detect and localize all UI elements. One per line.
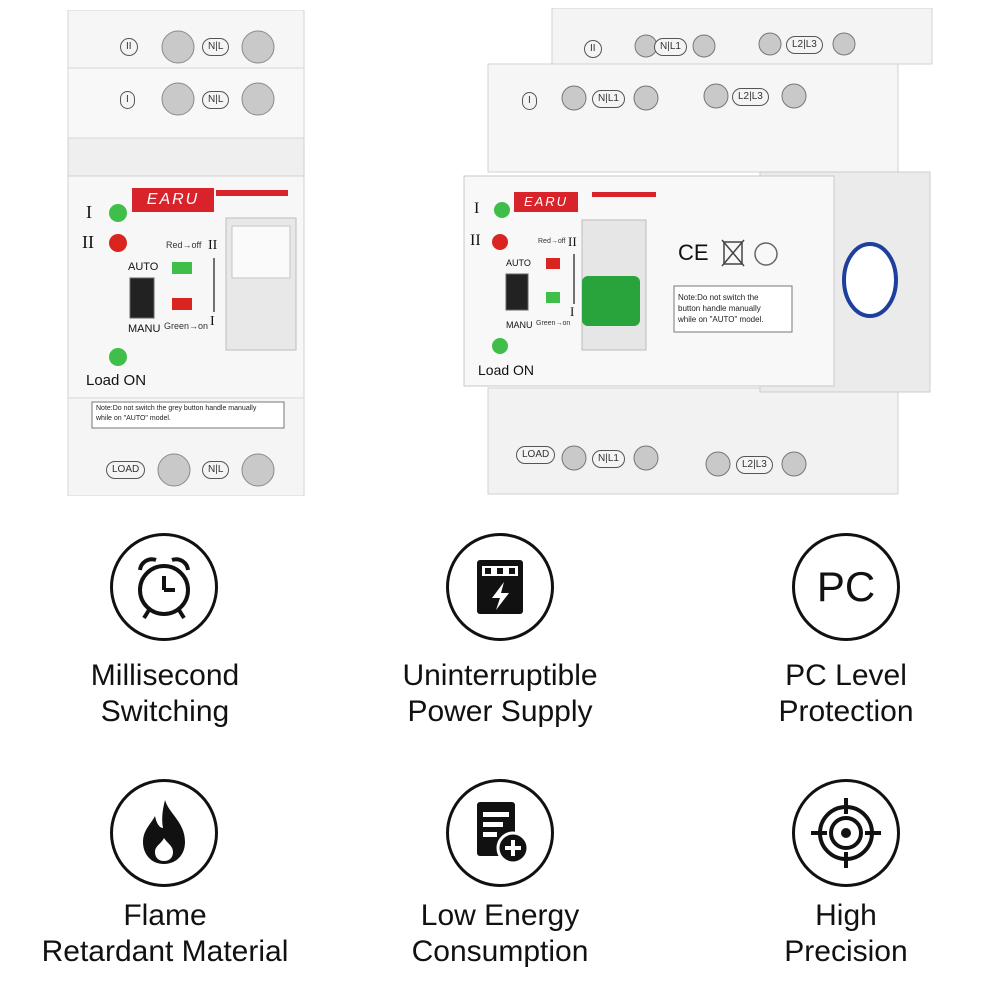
- right-green-on-label: Green→on: [536, 320, 571, 327]
- feature-title-millisecond-switching: Millisecond Switching: [90, 659, 240, 728]
- right-scale-top-label: II: [568, 234, 577, 249]
- right-load-on-label: Load ON: [478, 362, 535, 378]
- left-switch-product: II N|L I N|L EARU I II Red→off AUTO MANU…: [66, 9, 306, 497]
- right-switch-body: [463, 7, 933, 495]
- left-switch-body: [67, 9, 305, 497]
- left-mid-terminal-label: N|L: [202, 91, 230, 109]
- left-scale-top-label: II: [208, 238, 218, 253]
- left-top-terminal-label: N|L: [202, 38, 230, 56]
- right-top-terminal-l2l3: L2|L3: [786, 36, 823, 54]
- alarm-clock-icon: [110, 533, 218, 641]
- left-load-label: LOAD: [106, 461, 146, 479]
- right-manu-label: MANU: [506, 320, 533, 330]
- left-manu-label: MANU: [128, 323, 161, 335]
- power-supply-icon: [446, 533, 554, 641]
- left-red-off-label: Red→off: [166, 240, 202, 250]
- right-ce-mark: CE: [678, 240, 709, 265]
- left-source2-label: II: [120, 38, 138, 56]
- right-bottom-terminal-nl1: N|L1: [592, 450, 625, 468]
- energy-document-icon: [446, 779, 554, 887]
- left-auto-label: AUTO: [128, 261, 159, 273]
- left-green-on-label: Green→on: [164, 321, 209, 331]
- right-scale-bottom-label: I: [570, 304, 575, 319]
- right-brand-logo: EARU: [514, 192, 578, 212]
- left-load-on-label: Load ON: [86, 372, 147, 389]
- pc-icon-text: PC: [816, 563, 876, 610]
- feature-title-high-precision: High Precision: [784, 899, 908, 968]
- pc-text-icon: PC: [792, 533, 900, 641]
- right-mid-terminal-nl1: N|L1: [592, 90, 625, 108]
- left-scale-bottom-label: I: [210, 314, 215, 329]
- feature-title-flame-retardant: Flame Retardant Material: [41, 899, 289, 968]
- target-icon: [792, 779, 900, 887]
- right-indicator-2-label: II: [470, 232, 481, 249]
- feature-title-uninterruptible-power-supply: Uninterruptible Power Supply: [402, 659, 598, 728]
- left-source1-label: I: [120, 91, 135, 109]
- feature-title-pc-level-protection: PC Level Protection: [778, 659, 914, 728]
- right-load-label: LOAD: [516, 446, 556, 464]
- feature-title-low-energy-consumption: Low Energy Consumption: [411, 899, 589, 968]
- right-source2-label: II: [584, 40, 602, 58]
- right-red-off-label: Red→off: [538, 238, 566, 245]
- right-switch-product: II N|L1 L2|L3 I N|L1 L2|L3 EARU I II Red…: [460, 7, 940, 498]
- right-mid-terminal-l2l3: L2|L3: [732, 88, 769, 106]
- left-indicator-1-label: I: [86, 202, 92, 222]
- right-bottom-terminal-l2l3: L2|L3: [736, 456, 773, 474]
- left-note-text: Note:Do not switch the grey button handl…: [96, 405, 257, 422]
- right-top-terminal-nl1: N|L1: [654, 38, 687, 56]
- right-note-text: Note:Do not switch the button handle man…: [678, 293, 764, 324]
- left-bottom-terminal-label: N|L: [202, 461, 230, 479]
- left-brand-logo: EARU: [132, 188, 214, 212]
- right-indicator-1-label: I: [474, 200, 480, 217]
- left-indicator-2-label: II: [82, 232, 94, 252]
- flame-icon: [110, 779, 218, 887]
- right-source1-label: I: [522, 92, 537, 110]
- right-auto-label: AUTO: [506, 258, 531, 268]
